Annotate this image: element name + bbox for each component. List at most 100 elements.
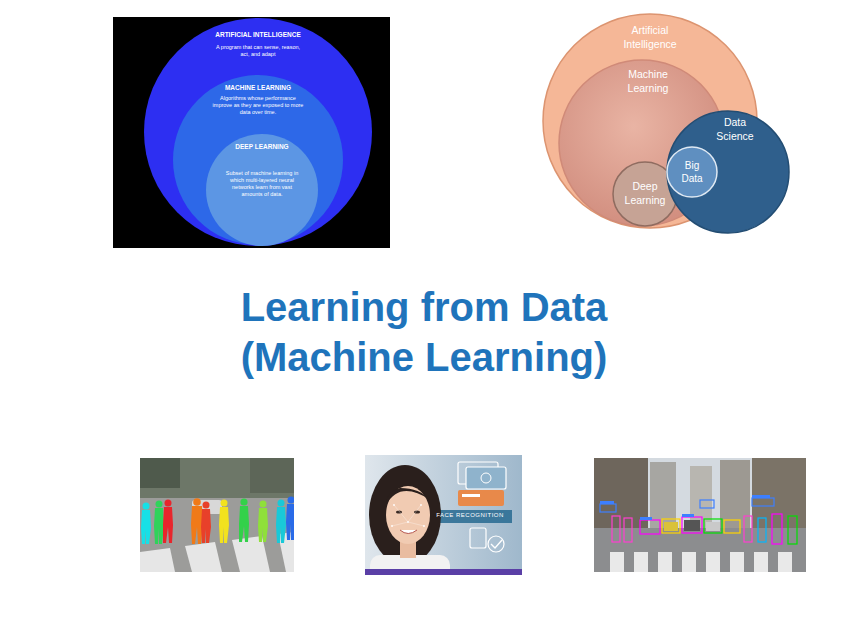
detection-photo-part <box>640 517 652 520</box>
face-photo-part <box>369 465 441 565</box>
face-photo-part <box>400 530 417 534</box>
segmentation-photo-part-part <box>276 507 286 543</box>
circle-fill <box>206 134 318 246</box>
segmentation-photo-part-part <box>258 508 268 542</box>
segmentation-photo-part <box>185 542 222 572</box>
circle-fill <box>173 75 343 245</box>
black-panel <box>113 17 390 248</box>
detection-photo-part-part <box>772 514 782 544</box>
segmentation-photo-part <box>163 500 173 544</box>
detection-photo-part <box>594 528 806 572</box>
detection-photo-part-part <box>624 518 632 542</box>
circle-heading: ARTIFICIAL INTELLIGENCE <box>198 31 318 39</box>
face-photo-part <box>392 505 424 526</box>
detection-photo-part <box>684 520 700 531</box>
face-photo-part <box>481 473 491 483</box>
circle-fill <box>667 147 717 197</box>
detection-photo-part-part <box>752 498 774 506</box>
circle-heading: MACHINE LEARNING <box>203 84 313 92</box>
nested-circle: MACHINE LEARNING Algorithms whose perform… <box>172 74 344 246</box>
face-photo-part <box>491 540 502 548</box>
detection-photo <box>594 458 806 572</box>
segmentation-photo-part-part <box>286 504 294 540</box>
detection-photo-part-part <box>662 519 680 533</box>
segmentation-photo-part-part <box>221 500 228 507</box>
detection-photo-part <box>664 522 678 531</box>
circle-label: Artificial Intelligence <box>614 24 686 51</box>
venn-circle: Data ScienceBig Data <box>666 110 790 234</box>
face-photo-part <box>466 467 506 489</box>
circle-body: A program that can sense, reason, act, a… <box>212 44 304 58</box>
face-photo-part <box>365 569 522 575</box>
circle-outline <box>666 146 718 198</box>
detection-photo-part <box>754 552 768 572</box>
circle-label: Data Science <box>710 116 760 143</box>
detection-photo-part <box>600 498 797 544</box>
venn-circle: Big Data <box>666 146 718 198</box>
detection-photo-part <box>752 495 770 498</box>
detection-photo-part <box>610 552 624 572</box>
segmentation-photo-part <box>140 548 175 572</box>
detection-photo-part-part <box>700 500 714 508</box>
segmentation-photo-part <box>201 502 211 544</box>
detection-photo-part <box>682 552 696 572</box>
detection-photo-part-part <box>788 516 797 544</box>
detection-photo-part-part <box>744 516 752 542</box>
nested-circle: DEEP LEARNINGSubset of machine learning … <box>205 133 319 247</box>
circle-body: Algorithms whose performance improve as … <box>210 95 306 116</box>
segmentation-photo <box>140 458 294 572</box>
photo-text: FACE RECOGNITION <box>428 512 512 518</box>
segmentation-photo-part-part <box>239 506 249 542</box>
segmentation-photo-part-part <box>156 501 163 508</box>
detection-photo-part-part <box>612 516 620 542</box>
circle-fill <box>144 18 372 246</box>
segmentation-photo-part <box>286 497 294 541</box>
face-photo-part <box>386 486 430 544</box>
segmentation-photo-part-part <box>260 501 267 508</box>
circle-label: Machine Learning <box>616 68 680 95</box>
detection-photo-part <box>594 458 806 572</box>
detection-photo-part-part <box>758 518 766 542</box>
detection-photo-part <box>634 552 648 572</box>
segmentation-photo-part <box>141 503 151 545</box>
detection-photo-part <box>706 552 720 572</box>
detection-photo-part <box>658 552 672 572</box>
segmentation-photo-part-part <box>219 507 229 543</box>
face-photo-part <box>470 528 486 548</box>
segmentation-photo-part-part <box>201 509 211 543</box>
segmentation-photo-part <box>250 458 294 493</box>
segmentation-photo-part <box>140 458 180 488</box>
segmentation-photo-part-part <box>154 508 164 544</box>
detection-photo-part <box>650 462 676 528</box>
circle-label: Deep Learning <box>620 180 670 207</box>
segmentation-photo-part-part <box>288 497 295 504</box>
detection-photo-part <box>600 501 614 504</box>
segmentation-photo-part-part <box>193 498 201 506</box>
face-photo-part <box>458 490 504 506</box>
segmentation-photo-part <box>140 458 294 572</box>
detection-photo-part <box>778 552 792 572</box>
detection-photo-part <box>720 460 750 528</box>
segmentation-photo-part <box>140 458 294 498</box>
segmentation-photo-part <box>239 498 249 542</box>
face-photo-part <box>386 488 430 505</box>
segmentation-photo-part-part <box>163 507 173 543</box>
detection-photo-part-part <box>640 520 660 534</box>
detection-photo-part-part <box>724 520 740 533</box>
segmentation-photo-part-part <box>203 502 210 509</box>
circle-label: Big Data <box>674 159 710 185</box>
segmentation-photo-part-part <box>278 500 285 507</box>
detection-photo-part <box>706 522 720 531</box>
detection-photo-part <box>730 552 744 572</box>
detection-photo-part-part <box>600 504 616 512</box>
circle-heading: DEEP LEARNING <box>222 143 302 151</box>
segmentation-photo-part <box>258 501 268 543</box>
segmentation-photo-part <box>140 498 294 572</box>
segmentation-photo-part-part <box>240 498 247 505</box>
segmentation-photo-part <box>154 501 164 545</box>
segmentation-photo-part-part <box>165 500 172 507</box>
detection-photo-part <box>682 514 694 517</box>
circle-fill <box>667 111 789 233</box>
segmentation-photo-part-part <box>143 503 150 510</box>
